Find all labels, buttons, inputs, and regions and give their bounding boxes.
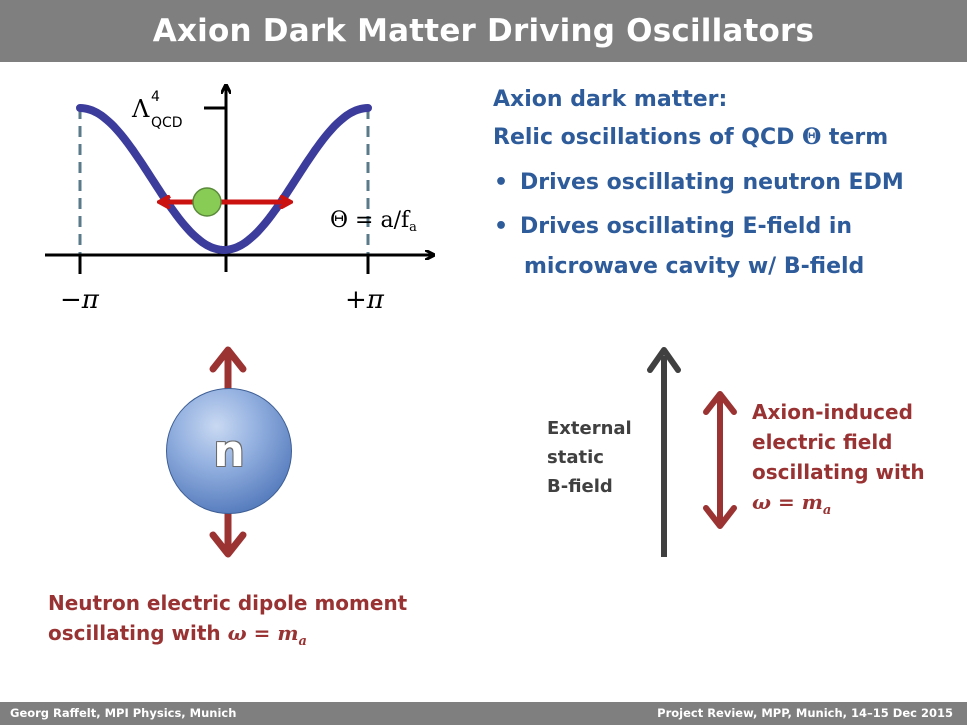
cavity-eq: = [771, 490, 802, 514]
plus-pi-label: +π [345, 285, 384, 315]
e-field-line1: Axion-induced [752, 400, 913, 424]
heading-2-suffix: term [821, 125, 889, 150]
neutron-caption-line2: oscillating with ω = ma [48, 618, 407, 657]
neutron-caption-line1: Neutron electric dipole moment [48, 591, 408, 615]
cavity-omega: ω [752, 490, 772, 514]
minus-pi-label: −π [60, 285, 99, 315]
b-field-arrow-head [647, 347, 681, 373]
description-heading-2: Relic oscillations of QCD Θ term [493, 124, 888, 150]
bullet-2-text: Drives oscillating E-field in [520, 214, 853, 239]
dipole-arrow-down-head [209, 531, 247, 558]
cavity-m: m [801, 490, 823, 514]
b-field-line3: B-field [547, 476, 613, 497]
bullet-1-text: Drives oscillating neutron EDM [520, 170, 904, 195]
lambda-sup: 4 [151, 89, 160, 105]
neutron-caption: Neutron electric dipole moment oscillati… [48, 588, 407, 657]
field-ball [192, 187, 222, 217]
footer-author: Georg Raffelt, MPI Physics, Munich [10, 706, 237, 720]
neutron-omega: ω [227, 621, 247, 645]
heading-2-prefix: Relic oscillations of QCD [493, 125, 803, 150]
e-field-line3: oscillating with [752, 460, 925, 484]
page-title: Axion Dark Matter Driving Oscillators [152, 13, 815, 49]
theta-symbol: Θ [330, 208, 349, 233]
title-bar: Axion Dark Matter Driving Oscillators [0, 0, 967, 62]
theta-eq-sub: a [409, 220, 417, 235]
bullet-1-marker: • [494, 170, 509, 195]
neutron-sphere: n [166, 388, 292, 514]
theta-equation: Θ = a/fa [330, 208, 417, 235]
bullet-1: • Drives oscillating neutron EDM [494, 170, 904, 195]
lambda-sub: QCD [151, 115, 183, 131]
potential-plot [45, 62, 460, 274]
b-field-line2: static [547, 447, 604, 468]
neutron-label: n [213, 425, 245, 477]
neutron-m: m [277, 621, 299, 645]
description-heading-1: Axion dark matter: [493, 87, 728, 112]
lambda-base: Λ [132, 95, 150, 123]
bullet-2-marker: • [494, 214, 509, 239]
theta-term-symbol: Θ [802, 124, 822, 150]
potential-curve [76, 104, 372, 255]
dipole-arrow-up-head [209, 346, 247, 373]
bullet-2-continuation: microwave cavity w/ B-field [524, 254, 865, 279]
e-field-arrow-down-head [703, 505, 737, 529]
b-field-label: External static B-field [547, 414, 632, 501]
cavity-field-arrows [647, 347, 737, 557]
neutron-eq: = [246, 621, 278, 645]
footer-bar: Georg Raffelt, MPI Physics, Munich Proje… [0, 702, 967, 725]
footer-event: Project Review, MPP, Munich, 14–15 Dec 2… [657, 706, 953, 720]
e-field-label: Axion-induced electric field oscillating… [752, 397, 925, 526]
e-field-line4: ω = ma [752, 487, 925, 526]
b-field-line1: External [547, 418, 632, 439]
neutron-caption-prefix: oscillating with [48, 621, 228, 645]
bullet-2: • Drives oscillating E-field in [494, 214, 852, 239]
e-field-line2: electric field [752, 430, 893, 454]
theta-eq-mid: = a/f [348, 208, 410, 233]
neutron-m-sub: a [298, 634, 307, 649]
cavity-m-sub: a [822, 503, 832, 518]
lambda-qcd-label: Λ 4 QCD [132, 89, 183, 131]
e-field-arrow-up-head [703, 391, 737, 415]
